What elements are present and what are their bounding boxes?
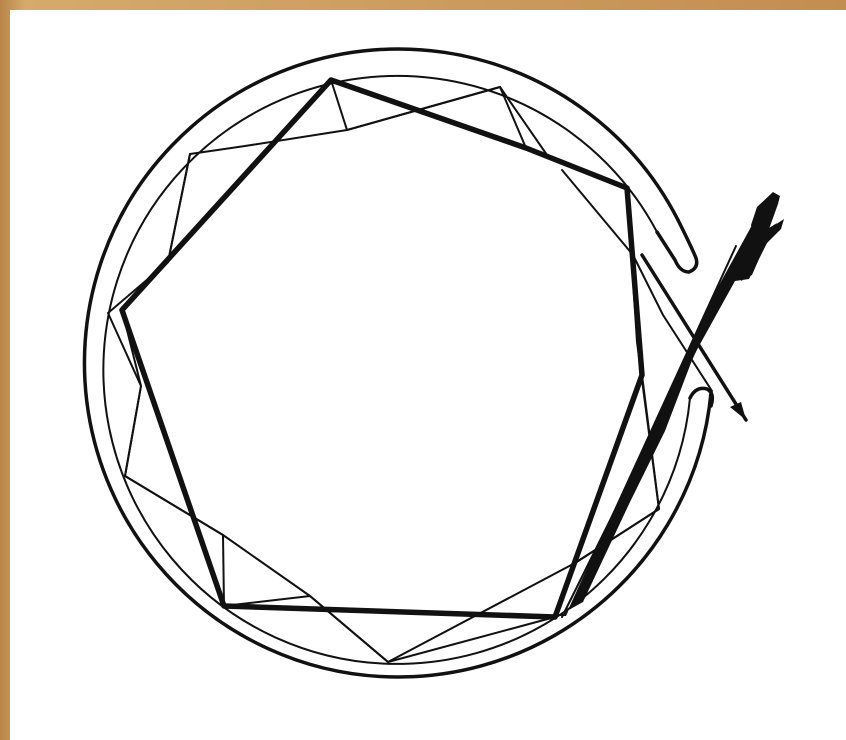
diagram-canvas [10,10,846,740]
beam-texture-2 [584,246,745,586]
secondary-reflection-path [108,87,659,662]
outer-ring-arc [84,49,711,677]
inner-ring-arc [103,76,690,664]
beam-texture-3 [562,317,711,617]
output-arrowhead-icon [730,402,746,420]
main-reflection-path [122,80,642,617]
beam-texture-1 [570,246,736,608]
ring-gap-upper-cap [657,220,697,272]
optical-ring-diagram [10,10,846,740]
